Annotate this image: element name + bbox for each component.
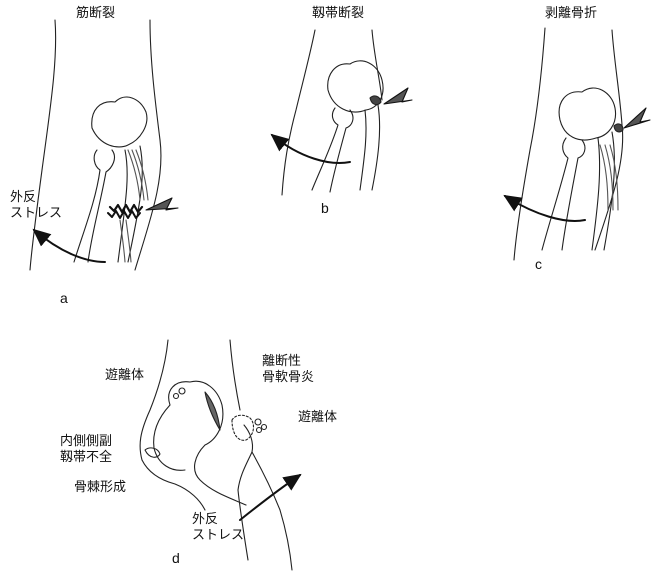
panel-a-stress-label-line2: ストレス [10,206,62,222]
panel-d-stress-label-line2: ストレス [192,528,244,544]
panel-c-title: 剥離骨折 [545,6,597,22]
panel-d-stress-label-line1: 外反 [192,512,218,528]
panel-b-title: 靱帯断裂 [312,6,364,22]
panel-a-drawing [30,20,178,270]
panel-d-mcl-label-line2: 靱帯不全 [60,450,112,466]
panel-d-loose-body-right-label: 遊離体 [298,410,337,426]
panel-d-osteophyte-label: 骨棘形成 [74,480,126,496]
panel-c-letter: c [535,256,542,272]
panel-d-ocd-label-line1: 離断性 [262,354,301,370]
panel-c-drawing [505,28,650,260]
panel-a-stress-label-line1: 外反 [10,190,36,206]
panel-a-letter: a [60,290,68,306]
panel-a-title: 筋断裂 [76,6,115,22]
panel-d-loose-body-left-label: 遊離体 [105,368,144,384]
panel-d-letter: d [172,550,180,566]
panel-b-letter: b [321,200,329,216]
panel-d-ocd-label-line2: 骨軟骨炎 [262,370,314,386]
panel-d-mcl-label-line1: 内側側副 [60,434,112,450]
panel-b-drawing [272,30,412,195]
